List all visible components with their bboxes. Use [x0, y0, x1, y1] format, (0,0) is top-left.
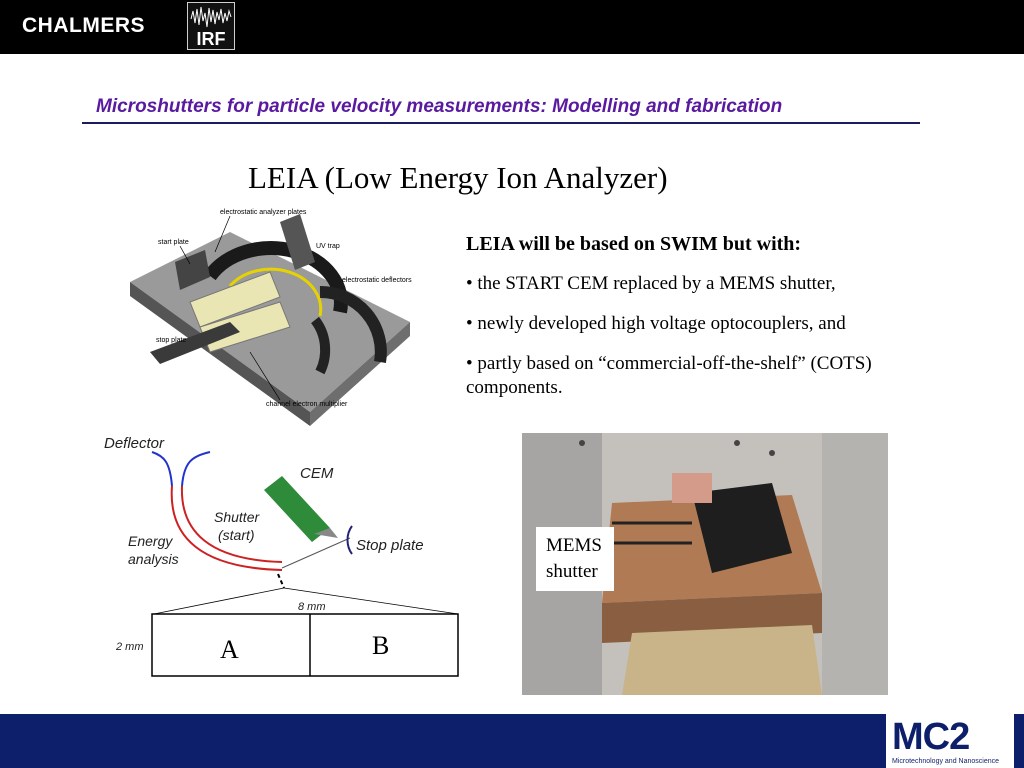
- bullet-1: • the START CEM replaced by a MEMS shutt…: [466, 273, 836, 294]
- shutter-box: [151, 613, 459, 677]
- deflector-right: [181, 451, 211, 487]
- analyzer-deflector-inner: [310, 316, 331, 375]
- analyzer-base-front: [130, 282, 310, 426]
- bolt-3: [769, 450, 775, 456]
- mc2-logo: MC2 Microtechnology and Nanoscience: [886, 714, 1014, 768]
- label-cem: channel electron multiplier: [266, 401, 348, 408]
- bolt-1: [579, 440, 585, 446]
- gold-pins: [622, 625, 822, 695]
- label-deflectors: electrostatic deflectors: [342, 277, 412, 284]
- bullet-2: • newly developed high voltage optocoupl…: [466, 313, 846, 334]
- cem-1: [189, 271, 281, 328]
- irf-waveform-icon: [190, 6, 232, 28]
- mems-photo: [522, 433, 888, 695]
- label-shutter: Shutter: [214, 509, 260, 525]
- trajectory-line: [281, 537, 351, 569]
- label-analysis: analysis: [128, 551, 179, 567]
- bolt-2: [734, 440, 740, 446]
- schematic-diagram: Deflector CEM Shutter (start) Energy ana…: [104, 435, 459, 677]
- energy-path-inner: [180, 485, 283, 563]
- energy-path-outer: [170, 485, 283, 571]
- text-heading: LEIA will be based on SWIM but with:: [466, 233, 802, 255]
- stop-plate-shape: [150, 322, 240, 364]
- uv-trap-shape: [280, 214, 315, 270]
- leader-cem: [249, 351, 281, 401]
- deflector-left: [151, 451, 173, 487]
- label-deflector: Deflector: [104, 435, 165, 452]
- expand-line-left: [153, 587, 285, 615]
- label-shutter-start: (start): [218, 527, 255, 543]
- slide-subtitle: Microshutters for particle velocity meas…: [96, 96, 783, 117]
- label-start-plate: start plate: [158, 239, 189, 246]
- chalmers-logo: CHALMERS: [22, 14, 145, 37]
- analyzer-inner-plate: [228, 267, 323, 317]
- analyzer-diagram: electrostatic analyzer plates start plat…: [130, 209, 412, 426]
- leader-start: [179, 245, 191, 265]
- mc2-subtext: Microtechnology and Nanoscience: [892, 758, 1000, 765]
- copper-block: [672, 473, 712, 503]
- shutter-dash: [277, 573, 285, 589]
- start-plate-shape: [175, 250, 210, 290]
- bullet-3: • partly based on “commercial-off-the-sh…: [466, 353, 872, 398]
- label-a: A: [220, 635, 239, 664]
- footer-bar: [0, 714, 1024, 768]
- label-uv-trap: UV trap: [316, 243, 340, 250]
- cem-shape: [264, 476, 330, 542]
- label-b: B: [372, 631, 389, 660]
- photo-right-wall: [822, 433, 888, 695]
- cem-tip: [314, 528, 338, 538]
- subtitle-rule: [82, 122, 920, 124]
- leader-plates: [214, 215, 231, 253]
- stop-plate-curve: [346, 525, 353, 555]
- text-block: LEIA will be based on SWIM but with: • t…: [466, 232, 966, 416]
- slide-title: LEIA (Low Energy Ion Analyzer): [248, 160, 668, 195]
- irf-logo: IRF: [187, 2, 235, 50]
- mems-label: MEMS shutter: [536, 527, 614, 591]
- analyzer-deflector: [319, 285, 387, 363]
- label-8mm: 8 mm: [298, 601, 326, 613]
- label-2mm: 2 mm: [115, 641, 144, 653]
- header-bar: [0, 0, 1024, 54]
- label-stop-plate-schematic: Stop plate: [356, 537, 424, 554]
- label-stop-plate: stop plate: [156, 337, 186, 344]
- label-cem-schematic: CEM: [300, 465, 334, 482]
- expand-line-right: [283, 587, 459, 615]
- label-energy: Energy: [128, 533, 173, 549]
- label-plates: electrostatic analyzer plates: [220, 209, 307, 216]
- irf-text: IRF: [196, 29, 226, 49]
- mc2-text: MC2: [892, 716, 970, 758]
- mems-device: [692, 483, 792, 573]
